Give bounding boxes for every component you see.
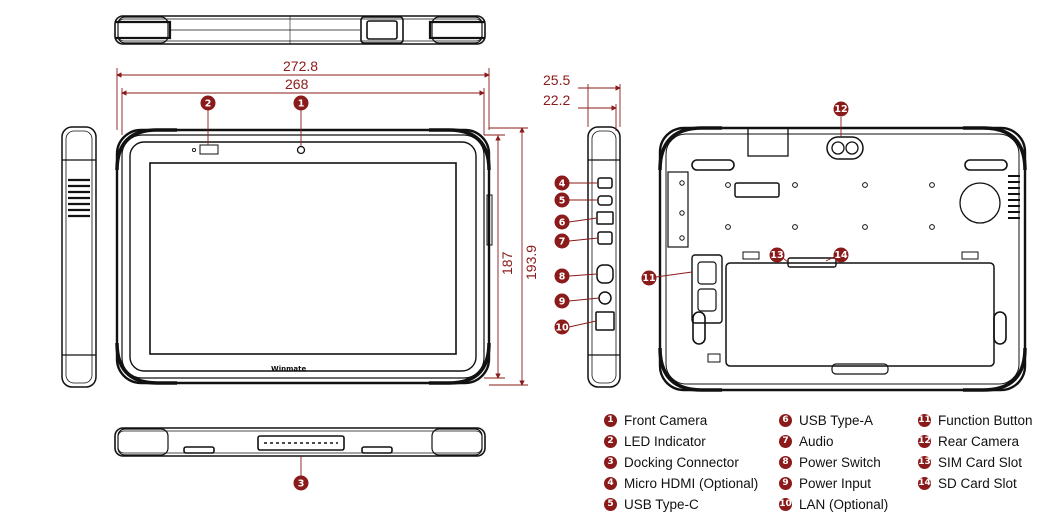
svg-text:12: 12: [834, 104, 847, 115]
dim-outer-height: 193.9: [523, 245, 539, 280]
top-edge-view: [114, 15, 486, 45]
callout-6: 6: [554, 214, 570, 230]
front-view: [115, 128, 493, 385]
svg-text:9: 9: [559, 297, 566, 308]
back-view: [658, 126, 1027, 392]
svg-text:1: 1: [298, 99, 305, 110]
callout-4: 4: [554, 175, 570, 191]
callout-13: 13: [769, 247, 785, 263]
dim-inner-height: 187: [499, 251, 515, 275]
callout-14: 14: [833, 247, 849, 263]
svg-text:11: 11: [642, 273, 655, 284]
callout-12: 12: [833, 101, 849, 117]
callout-11: 11: [641, 270, 657, 286]
callout-8: 8: [554, 268, 570, 284]
bottom-edge-view: [114, 427, 486, 457]
svg-text:5: 5: [559, 196, 566, 207]
svg-text:13: 13: [770, 250, 783, 261]
callout-5: 5: [554, 192, 570, 208]
callout-1: 1: [293, 95, 309, 111]
callout-3: 3: [293, 475, 309, 491]
front-dimensions: [116, 68, 528, 386]
callout-9: 9: [554, 293, 570, 309]
callouts: 1 2 3 4 5 6 7 8 9 10 11 12 13 14: [200, 95, 849, 491]
depth-dimensions: [578, 84, 621, 131]
svg-text:7: 7: [559, 237, 566, 248]
svg-text:2: 2: [205, 99, 212, 110]
callout-7: 7: [554, 233, 570, 249]
svg-text:10: 10: [555, 323, 569, 334]
callout-2: 2: [200, 95, 216, 111]
dim-outer-width: 272.8: [283, 58, 318, 74]
dim-inner-width: 268: [285, 76, 309, 92]
callout-leaders: [207, 110, 842, 476]
dim-depth-outer: 25.5: [543, 72, 570, 88]
callout-10: 10: [554, 319, 570, 335]
svg-text:6: 6: [559, 218, 566, 229]
brand-label: Winmate: [271, 365, 306, 373]
svg-text:14: 14: [834, 250, 848, 261]
svg-text:4: 4: [559, 179, 566, 190]
svg-text:8: 8: [559, 272, 566, 283]
svg-text:3: 3: [298, 479, 305, 490]
left-side-view: [61, 126, 97, 388]
right-side-view: [587, 126, 621, 388]
dim-depth-inner: 22.2: [543, 92, 570, 108]
